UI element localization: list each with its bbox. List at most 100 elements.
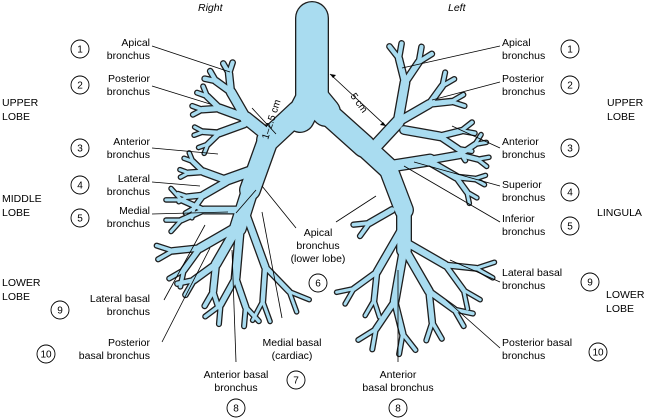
segment-number: 6: [315, 279, 321, 290]
airway-segment: [457, 152, 480, 162]
bronchus-label-text: bronchus: [502, 350, 545, 362]
airway-segment: [233, 275, 249, 310]
bronchus-label-text: Lateral: [118, 173, 150, 185]
airway-segment: [196, 222, 242, 252]
segment-number-circle: [286, 370, 306, 390]
airway-segment: [197, 142, 210, 150]
airway-segment: [474, 260, 496, 270]
airway-segment: [401, 59, 422, 86]
airway-segment: [178, 268, 186, 289]
airway-segment: [169, 218, 183, 234]
airway-segment: [400, 126, 444, 140]
segment-number-circle: [560, 138, 580, 158]
airway-segment: [287, 290, 311, 302]
airway-segment: [393, 78, 410, 127]
airway-segment: [396, 41, 404, 61]
airway-segment: [370, 327, 378, 352]
airway-segment: [201, 129, 222, 136]
bronchus-label-text: Apical: [304, 227, 333, 239]
bronchus-label-text: bronchus: [107, 218, 150, 230]
segment-number-circle: [560, 216, 580, 236]
bronchus-label-text: Medial: [119, 205, 150, 217]
airway-segment: [261, 299, 272, 323]
leader-lines: [151, 45, 501, 363]
airway-segment: [457, 142, 478, 157]
bronchus-label-text: bronchus: [107, 50, 150, 62]
airway-segment: [343, 287, 356, 306]
side-label-right: Right: [198, 2, 224, 14]
airway-segment: [335, 287, 356, 294]
airway-segment: [179, 207, 207, 223]
segment-number: 8: [395, 404, 401, 415]
lobe-left-upper-line2: LOBE: [607, 111, 635, 123]
segment-number: 9: [57, 306, 63, 317]
airway-segment: [204, 93, 223, 112]
bronchus-label-text: Anterior basal: [204, 369, 269, 381]
bronchus-label-text: (lower lobe): [291, 253, 346, 265]
segment-number: 7: [293, 376, 299, 387]
segment-number: 10: [592, 348, 604, 359]
airway-segment: [416, 51, 434, 65]
lobe-left-lingula: LINGULA: [597, 207, 642, 219]
airway-segment: [178, 168, 191, 175]
airway-segment: [351, 221, 372, 227]
airway-segment: [203, 303, 223, 319]
airway-segment: [453, 174, 470, 195]
airway-segment: [190, 159, 206, 174]
airway-segment: [358, 221, 372, 238]
airway-segment: [242, 210, 269, 270]
bronchus-label-text: bronchus: [502, 226, 545, 238]
segment-number-circle: [226, 398, 246, 418]
segment-number: 4: [567, 188, 573, 199]
airway-segment: [187, 151, 195, 163]
bronchus-label-text: bronchus: [502, 50, 545, 62]
lobe-right-middle-line1: MIDDLE: [2, 193, 42, 205]
airway-segment: [426, 83, 445, 107]
side-label-left: Left: [448, 2, 467, 14]
airway-segment: [216, 120, 248, 137]
airway-segment: [154, 243, 175, 253]
airway-segment: [373, 228, 404, 276]
airway-segment: [156, 249, 175, 262]
segment-number: 2: [567, 81, 573, 92]
segment-number: 8: [233, 404, 239, 415]
airway-segment: [473, 140, 488, 146]
airway-segment: [424, 320, 434, 343]
airway-segment: [190, 104, 205, 112]
bronchus-label-text: bronchus: [502, 149, 545, 161]
bronchus-label-text: bronchus: [502, 192, 545, 204]
segment-number-circle: [70, 175, 90, 195]
airway-segment: [242, 305, 248, 329]
segment-number-circle: [560, 182, 580, 202]
bronchus-label-text: bronchus: [107, 86, 150, 98]
bronchus-label-text: Lateral basal: [502, 267, 562, 279]
segment-number: 4: [77, 181, 83, 192]
airway-segment: [426, 288, 435, 325]
airway-segment: [452, 307, 466, 328]
bronchus-labels: Apicalbronchus1Posteriorbronchus2Anterio…: [36, 37, 608, 418]
airway-segment: [426, 151, 463, 164]
bronchus-label-text: basal bronchus: [79, 350, 150, 362]
segment-number-circle: [70, 75, 90, 95]
airway-segment: [185, 192, 206, 199]
airway-segment: [371, 269, 380, 303]
bronchus-label-text: bronchus: [107, 306, 150, 318]
bronchus-label-text: basal bronchus: [362, 382, 433, 394]
bronchus-label-text: (cardiac): [272, 350, 313, 362]
airway-segment: [201, 84, 209, 99]
bronchial-tree-fill: [154, 2, 496, 356]
segment-number-circle: [580, 272, 600, 292]
airway-segment: [426, 99, 454, 107]
lobe-right-lower-line1: LOWER: [2, 277, 41, 289]
bronchus-label-text: bronchus: [502, 86, 545, 98]
airway-segment: [449, 99, 467, 108]
airway-segment: [462, 288, 482, 302]
airway-segment: [397, 331, 405, 356]
lobe-right-middle-line2: LOBE: [2, 207, 30, 219]
bronchus-label-text: Anterior: [502, 136, 539, 148]
